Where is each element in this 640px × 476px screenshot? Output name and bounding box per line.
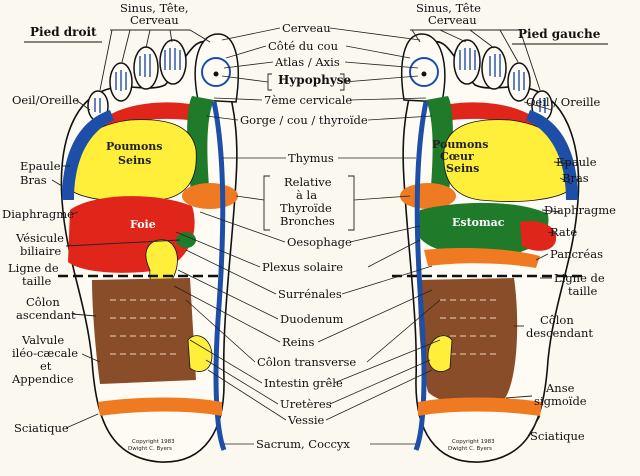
right-label-sinus: Sinus, Tête, [120,1,189,15]
right-label-cerveau: Cerveau [130,13,179,27]
left-label-descendant: descendant [526,326,593,340]
left-copyright-1: Copyright 1983 [452,439,495,445]
center-label-colon-transverse: Côlon transverse [257,355,356,369]
left-colon-zone [418,278,518,406]
center-label-a-la: à la [296,188,317,202]
left-toe-2 [453,39,481,85]
right-label-taille: taille [22,274,52,288]
left-spine-line [413,101,429,451]
right-label-valvule: Valvule [21,333,64,347]
right-shoulder-band [62,110,114,200]
left-label-colon: Côlon [540,313,574,327]
center-label-cerveau: Cerveau [282,21,331,35]
left-bladder-zone [427,335,453,372]
left-sinus-hatch [459,48,546,113]
right-gallbladder-zone [176,232,196,248]
left-label-epaule: Epaule [556,155,597,169]
right-copyright-1: Copyright 1983 [132,439,175,445]
center-label-intestin-grele: Intestin grêle [264,376,343,390]
center-label-gorge: Gorge / cou / thyroïde [240,113,368,127]
center-connector-lines [173,27,441,445]
right-label-appendice: Appendice [11,372,74,386]
center-label-column: Cerveau Côté du cou Atlas / Axis Hypophy… [240,21,368,451]
right-bronchi-zone [182,183,238,209]
left-foot-title: Pied gauche [518,27,601,41]
right-label-biliaire: biliaire [20,244,61,258]
left-eye-ear-zone [450,102,548,142]
right-label-et: et [40,359,52,373]
right-foot-side-labels: Sinus, Tête, Cerveau Oeil/Oreille Epaule… [2,1,211,435]
left-poumons-label: Poumons [432,138,488,151]
right-sinus-hatch [94,48,181,113]
right-copyright-2: Dwight C. Byers [128,446,172,452]
right-seins-label: Seins [118,154,151,167]
left-seins-label: Seins [446,162,479,175]
left-estomac-label: Estomac [452,216,505,229]
left-label-rate: Rate [550,225,577,239]
center-label-relative: Relative [284,175,332,189]
center-label-atlas-axis: Atlas / Axis [274,55,340,69]
right-toe-2 [159,39,187,85]
center-label-duodenum: Duodenum [280,312,344,326]
left-toe-3 [481,46,507,90]
right-toe-3 [133,46,159,90]
right-label-diaphragme: Diaphragme [2,207,74,221]
right-label-ascendant: ascendant [16,308,76,322]
right-label-ileo-caecale: iléo-cæcale [12,346,78,360]
left-pancreas-zone [424,248,540,268]
center-label-hypophyse: Hypophyse [278,73,352,87]
left-bronchi-zone [400,183,456,209]
left-label-sigmoide: sigmoïde [534,394,587,408]
left-label-anse: Anse [545,381,575,395]
left-label-ligne-de: Ligne de [554,271,605,285]
center-label-thyroide: Thyroïde [280,201,332,215]
left-label-sciatique: Sciatique [530,429,585,443]
center-label-sacrum: Sacrum, Coccyx [256,437,350,451]
center-label-cote-du-cou: Côté du cou [268,39,338,53]
right-label-bras: Bras [20,173,47,187]
right-bladder-zone [187,335,213,372]
left-coeur-label: Cœur [440,150,474,163]
center-label-ureteres: Uretères [280,397,332,411]
left-sciatic-band [418,397,542,416]
right-colon-dashes [110,299,180,355]
right-sciatic-band [98,397,222,416]
left-stomach-zone [416,202,549,256]
center-label-surrenales: Surrénales [278,287,342,301]
left-label-taille: taille [568,284,598,298]
right-label-ligne-de: Ligne de [8,261,59,275]
right-eye-ear-zone [92,102,190,142]
left-spleen-zone [520,220,557,251]
right-colon-zone [92,278,196,384]
left-label-pancreas: Pancréas [550,247,603,261]
right-label-epaule: Epaule [20,159,61,173]
right-poumons-label: Poumons [106,140,162,153]
right-label-vesicule: Vésicule [15,231,64,245]
right-foie-label: Foie [130,218,156,231]
left-label-sinus: Sinus, Tête [416,1,481,15]
center-label-oesophage: Oesophage [287,235,352,249]
center-label-plexus-solaire: Plexus solaire [262,260,343,274]
right-spine-line [211,101,227,451]
center-label-vessie: Vessie [287,413,325,427]
center-label-reins: Reins [282,335,315,349]
left-label-bras: Bras [562,171,589,185]
left-foot: Poumons Cœur Seins Estomac Copyright 198… [392,33,582,463]
center-label-thymus: Thymus [288,151,334,165]
center-label-7eme-cervicale: 7ème cervicale [264,93,352,107]
right-label-colon: Côlon [26,295,60,309]
left-label-cerveau: Cerveau [428,13,477,27]
left-shoulder-band [526,110,578,200]
center-label-bronches: Bronches [280,214,335,228]
left-label-oeil-oreille: Oeil / Oreille [526,95,601,109]
left-foot-side-labels: Sinus, Tête Cerveau Oeil / Oreille Epaul… [410,1,616,443]
left-copyright-2: Dwight C. Byers [448,446,492,452]
right-label-sciatique: Sciatique [14,421,69,435]
right-foot-title: Pied droit [30,25,97,39]
right-label-oeil-oreille: Oeil/Oreille [12,93,79,107]
left-label-diaphragme: Diaphragme [544,203,616,217]
right-foot: Poumons Seins Foie Copyright 1983 Dwight… [58,33,239,463]
